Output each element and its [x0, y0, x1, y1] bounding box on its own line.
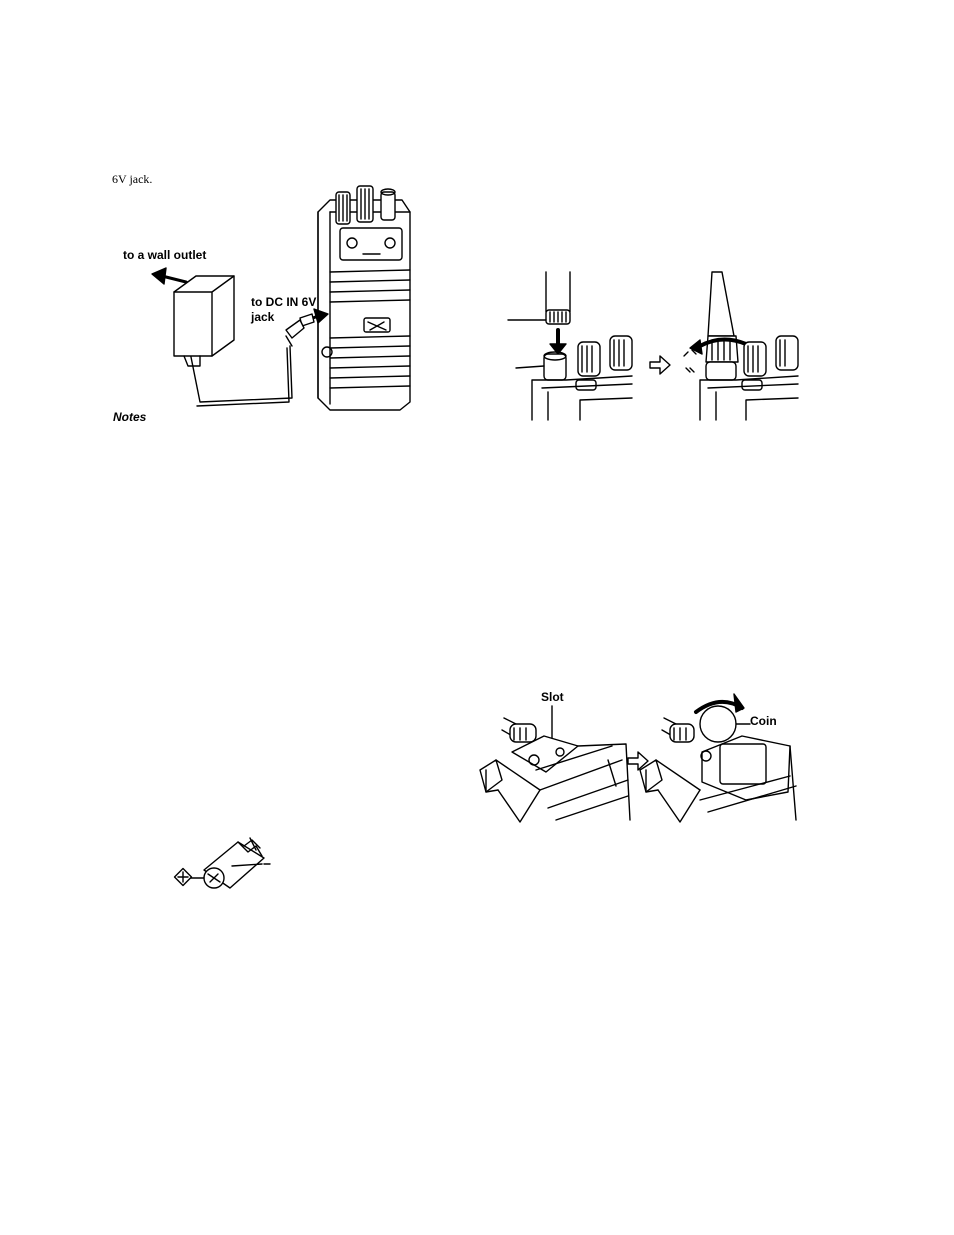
battery-polarity-figure	[0, 0, 954, 1235]
